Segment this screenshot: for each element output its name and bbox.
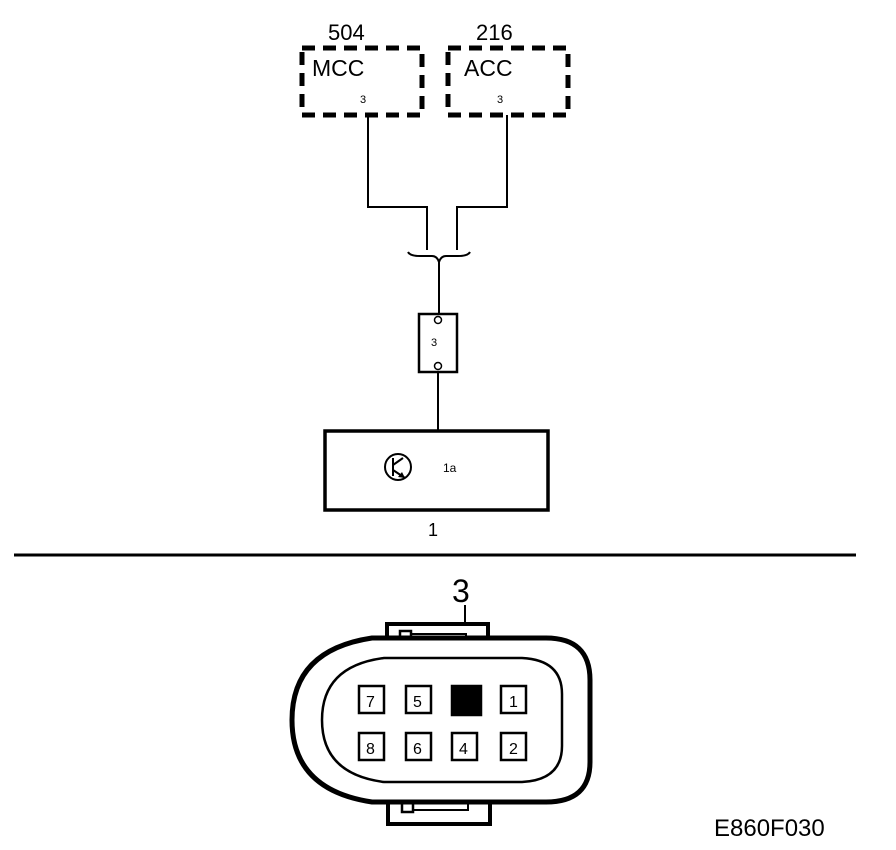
pin-7-cell: [357, 684, 386, 715]
mcc-pin-label: 3: [360, 94, 366, 106]
pin-1-cell: [499, 684, 528, 715]
mcc-box-number: 504: [328, 20, 365, 45]
acc-box-name: ACC: [464, 55, 513, 81]
inline-connector: 3: [417, 312, 459, 374]
connector-housing: [289, 622, 593, 826]
acc-box: 216 ACC 3: [445, 20, 571, 118]
acc-pin-label: 3: [497, 94, 503, 106]
acc-box-number: 216: [476, 20, 513, 45]
component-number: 1: [428, 520, 438, 540]
mcc-box-name: MCC: [312, 55, 364, 81]
pin-8-label: 8: [366, 741, 375, 758]
pin-8-cell: [357, 731, 386, 762]
pin-1-label: 1: [509, 694, 518, 711]
pinout-highlight-label: 3: [452, 573, 470, 609]
pin-4-cell: [450, 731, 479, 762]
pin-6-label: 6: [413, 741, 422, 758]
pin-2-label: 2: [509, 741, 518, 758]
transistor-icon: [384, 453, 412, 481]
wires-top: [367, 115, 508, 250]
pin-grid: 7 5 1 8 6 4 2: [357, 684, 528, 762]
pin-6-cell: [404, 731, 433, 762]
pin-3-cell-highlighted: [450, 684, 483, 717]
mcc-box: 504 MCC 3: [299, 20, 425, 118]
component-box: 1a 1: [323, 429, 550, 540]
component-label: 1a: [443, 461, 457, 475]
pin-7-label: 7: [366, 694, 375, 711]
pin-5-cell: [404, 684, 433, 715]
figure-code: E860F030: [714, 815, 825, 842]
pin-4-label: 4: [459, 741, 468, 758]
splice-bracket: [407, 251, 471, 266]
pin-5-label: 5: [413, 694, 422, 711]
pin-2-cell: [499, 731, 528, 762]
connector-pin-label: 3: [431, 337, 437, 349]
